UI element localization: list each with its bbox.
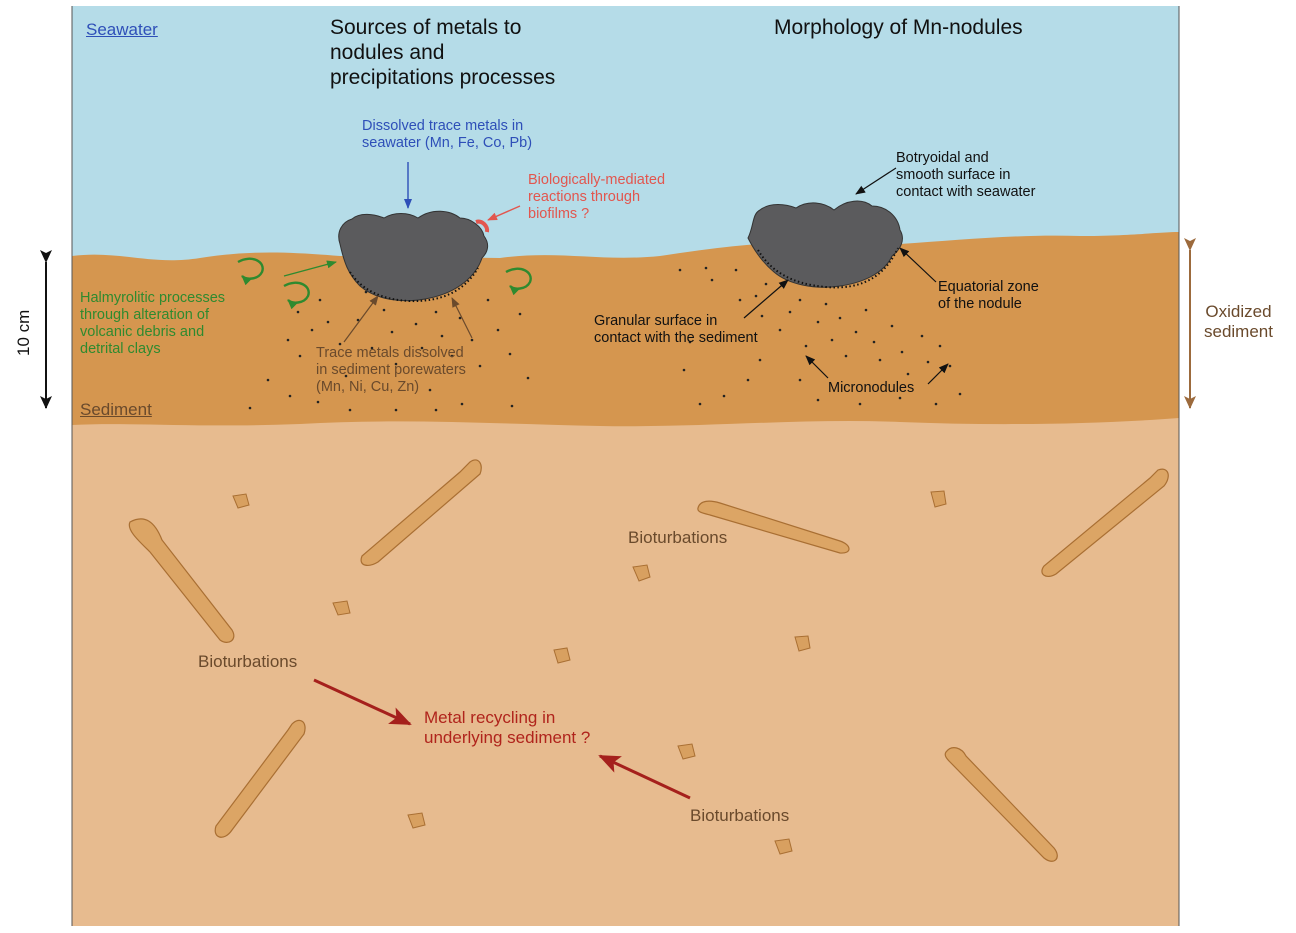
- metal-recycling-label: Metal recycling in underlying sediment ?: [424, 708, 590, 748]
- oxidized-line: sediment: [1204, 322, 1273, 342]
- porewater-label: Trace metals dissolved in sediment porew…: [316, 345, 466, 396]
- equatorial-line: of the nodule: [938, 296, 1039, 313]
- equatorial-label: Equatorial zone of the nodule: [938, 279, 1039, 313]
- sediment-label: Sediment: [80, 400, 152, 420]
- dissolved-trace-metals-label: Dissolved trace metals in seawater (Mn, …: [362, 118, 532, 152]
- granular-line: contact with the sediment: [594, 330, 758, 347]
- botryoidal-line: contact with seawater: [896, 184, 1035, 201]
- biologically-mediated-label: Biologically-mediated reactions through …: [528, 172, 665, 223]
- porewater-line: Trace metals dissolved: [316, 345, 466, 362]
- halmyrolitic-label: Halmyrolitic processes through alteratio…: [80, 290, 225, 358]
- scale-label: 10 cm: [14, 310, 34, 356]
- halmyrolitic-line: volcanic debris and: [80, 324, 225, 341]
- recycling-line: Metal recycling in: [424, 708, 590, 728]
- porewater-line: (Mn, Ni, Cu, Zn): [316, 379, 466, 396]
- botryoidal-line: smooth surface in: [896, 167, 1035, 184]
- dissolved-line: seawater (Mn, Fe, Co, Pb): [362, 135, 532, 152]
- bio-line: Biologically-mediated: [528, 172, 665, 189]
- sources-title-line: Sources of metals to: [330, 16, 555, 41]
- bioturbations-label-left: Bioturbations: [198, 652, 297, 672]
- bio-line: reactions through: [528, 189, 665, 206]
- halmyrolitic-line: Halmyrolitic processes: [80, 290, 225, 307]
- bioturbations-label-center: Bioturbations: [628, 528, 727, 548]
- granular-label: Granular surface in contact with the sed…: [594, 313, 758, 347]
- porewater-line: in sediment porewaters: [316, 362, 466, 379]
- bioturbations-label-bottom: Bioturbations: [690, 806, 789, 826]
- sources-title-line: precipitations processes: [330, 66, 555, 91]
- halmyrolitic-line: detrital clays: [80, 341, 225, 358]
- seawater-label: Seawater: [86, 20, 158, 40]
- bio-line: biofilms ?: [528, 206, 665, 223]
- halmyrolitic-line: through alteration of: [80, 307, 225, 324]
- sources-title: Sources of metals to nodules and precipi…: [330, 16, 555, 90]
- recycling-line: underlying sediment ?: [424, 728, 590, 748]
- granular-line: Granular surface in: [594, 313, 758, 330]
- oxidized-sediment-label: Oxidized sediment: [1204, 302, 1273, 342]
- equatorial-line: Equatorial zone: [938, 279, 1039, 296]
- sources-title-line: nodules and: [330, 41, 555, 66]
- botryoidal-line: Botryoidal and: [896, 150, 1035, 167]
- morphology-title: Morphology of Mn-nodules: [774, 16, 1023, 41]
- oxidized-line: Oxidized: [1204, 302, 1273, 322]
- dissolved-line: Dissolved trace metals in: [362, 118, 532, 135]
- micronodules-label: Micronodules: [828, 380, 914, 397]
- botryoidal-label: Botryoidal and smooth surface in contact…: [896, 150, 1035, 201]
